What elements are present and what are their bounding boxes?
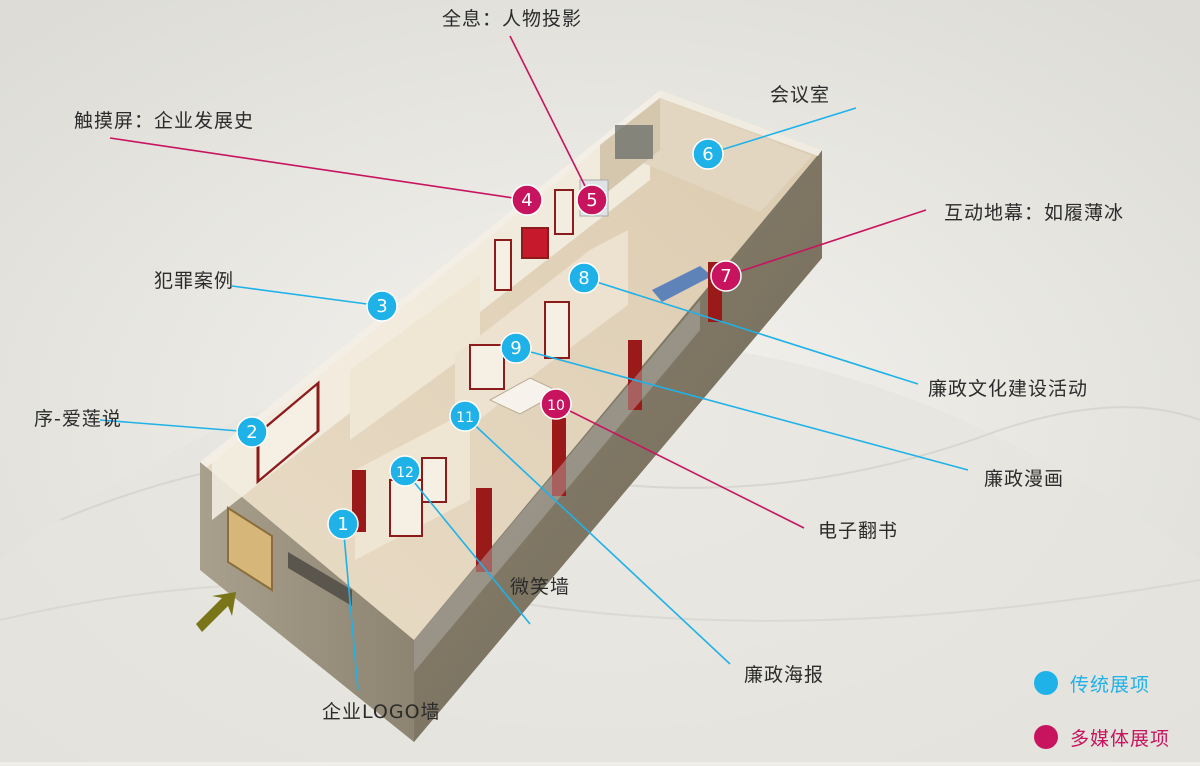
leader-line-3 bbox=[231, 285, 383, 307]
callout-label-1: 企业LOGO墙 bbox=[322, 701, 441, 723]
wall-top-edge bbox=[660, 90, 822, 156]
legend-label: 多媒体展项 bbox=[1070, 727, 1171, 750]
legend-dot-icon bbox=[1034, 671, 1058, 695]
callout-label-5: 全息：人物投影 bbox=[442, 8, 583, 30]
callout-label-11: 廉政海报 bbox=[744, 664, 825, 686]
marker-number-4: 4 bbox=[521, 190, 532, 211]
leader-line-5 bbox=[509, 35, 593, 201]
legend-dot-icon bbox=[1034, 725, 1058, 749]
leader-line-11 bbox=[464, 415, 731, 665]
marker-number-9: 9 bbox=[510, 338, 521, 359]
marker-number-3: 3 bbox=[376, 296, 387, 317]
wall-frame bbox=[256, 380, 320, 485]
leader-line-9 bbox=[515, 347, 969, 471]
glass-panels bbox=[414, 300, 700, 672]
entrance-door bbox=[227, 506, 273, 592]
legend-item-traditional: 传统展项 bbox=[1034, 668, 1194, 698]
leader-line-4 bbox=[109, 137, 528, 201]
marker-number-6: 6 bbox=[702, 144, 713, 165]
marker-4[interactable] bbox=[511, 184, 543, 216]
marker-1[interactable] bbox=[327, 508, 359, 540]
leader-line-8 bbox=[583, 277, 919, 385]
legend-item-multimedia: 多媒体展项 bbox=[1034, 722, 1194, 752]
marker-3[interactable] bbox=[366, 290, 398, 322]
leader-line-7 bbox=[725, 209, 927, 277]
wall-frame bbox=[494, 239, 512, 291]
marker-number-5: 5 bbox=[586, 190, 597, 211]
marker-number-12: 12 bbox=[396, 465, 414, 481]
callout-label-8: 廉政文化建设活动 bbox=[928, 378, 1089, 400]
wall-top-edge bbox=[200, 90, 660, 468]
marker-number-11: 11 bbox=[456, 410, 474, 426]
marker-12[interactable] bbox=[389, 455, 421, 487]
wall-frame bbox=[544, 301, 570, 359]
marker-number-8: 8 bbox=[578, 268, 589, 289]
marker-number-10: 10 bbox=[547, 398, 565, 414]
callout-label-2: 序-爱莲说 bbox=[34, 408, 122, 430]
wall-frame bbox=[469, 344, 505, 390]
red-column bbox=[476, 488, 492, 572]
marker-9[interactable] bbox=[500, 332, 532, 364]
marker-6[interactable] bbox=[692, 138, 724, 170]
wall-frame bbox=[554, 189, 574, 235]
marker-11[interactable] bbox=[449, 400, 481, 432]
red-column bbox=[552, 418, 566, 496]
entrance-arrow-icon bbox=[196, 592, 236, 632]
legend-label: 传统展项 bbox=[1070, 673, 1151, 696]
leader-line-6 bbox=[707, 107, 857, 155]
leader-line-10 bbox=[555, 403, 805, 529]
marker-2[interactable] bbox=[236, 416, 268, 448]
callout-label-3: 犯罪案例 bbox=[154, 270, 235, 292]
wall-frame bbox=[389, 479, 423, 537]
interactive-floor-screen bbox=[652, 266, 712, 302]
marker-7[interactable] bbox=[710, 260, 742, 292]
marker-8[interactable] bbox=[568, 262, 600, 294]
entrance-nameplate bbox=[288, 552, 352, 606]
wall-frame bbox=[421, 457, 447, 503]
marker-5[interactable] bbox=[576, 184, 608, 216]
callout-label-9: 廉政漫画 bbox=[984, 468, 1065, 490]
red-column bbox=[628, 340, 642, 410]
leader-line-2 bbox=[99, 419, 253, 433]
marker-10[interactable] bbox=[540, 388, 572, 420]
touch-screen bbox=[521, 227, 549, 259]
marker-number-2: 2 bbox=[246, 422, 257, 443]
callout-label-6: 会议室 bbox=[770, 84, 831, 106]
callout-label-12: 微笑墙 bbox=[510, 576, 571, 598]
callout-label-10: 电子翻书 bbox=[818, 520, 899, 542]
marker-number-7: 7 bbox=[720, 266, 731, 287]
marker-number-1: 1 bbox=[337, 514, 348, 535]
meeting-room-window bbox=[615, 125, 653, 159]
callout-label-7: 互动地幕：如履薄冰 bbox=[944, 202, 1125, 224]
callout-label-4: 触摸屏：企业发展史 bbox=[74, 110, 255, 132]
leader-line-12 bbox=[404, 470, 531, 625]
case-display-wall bbox=[350, 275, 480, 440]
leader-line-1 bbox=[342, 523, 359, 691]
